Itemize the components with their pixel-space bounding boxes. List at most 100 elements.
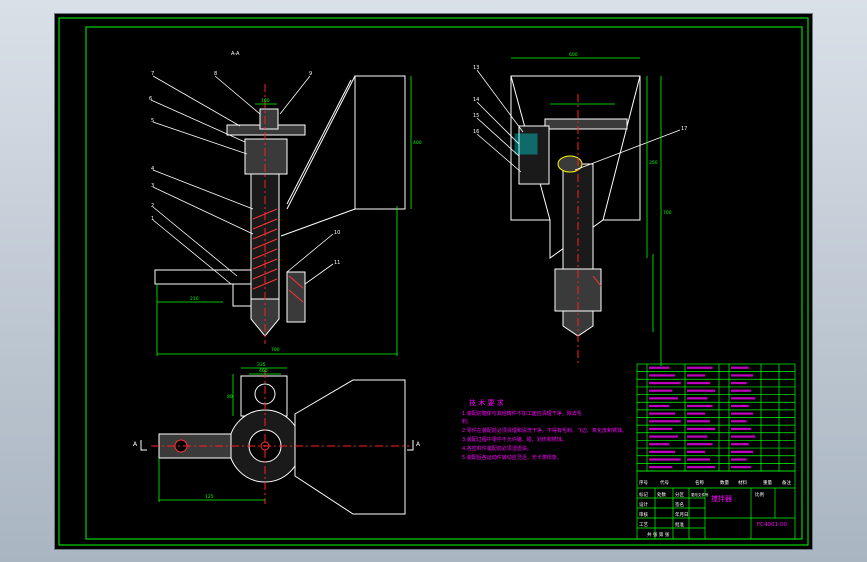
svg-text:335: 335: [257, 362, 266, 368]
bom-cell-mark: [687, 412, 705, 415]
note-line-6: 5.装配后各运动件转动应灵活，无卡滞现象。: [462, 454, 562, 461]
bom-header: 序号 代号 名称 数量 材料 重量 备注: [639, 479, 791, 486]
bom-cell-mark: [687, 404, 713, 408]
hatch-red: [288, 275, 304, 289]
bom-cell-mark: [731, 366, 749, 369]
bom-cell-mark: [687, 374, 705, 377]
svg-text:2: 2: [151, 203, 154, 209]
svg-text:重量: 重量: [763, 479, 772, 486]
svg-text:400: 400: [413, 140, 422, 146]
side-dimension-labels: 600 350 700: [569, 52, 672, 216]
front-dimensions: [156, 76, 412, 356]
svg-text:4: 4: [151, 166, 154, 172]
svg-text:700: 700: [271, 347, 280, 353]
front-balloon-labels: 7 8 9 6 5 4 3 2 1 10 11: [149, 71, 340, 266]
svg-text:审核: 审核: [639, 511, 648, 518]
bom-cell-mark: [649, 366, 670, 369]
side-gear-box: [518, 125, 550, 185]
svg-text:16: 16: [473, 129, 479, 135]
bom-cell-mark: [687, 458, 710, 461]
outer-frame: [58, 17, 809, 546]
drawing-title: 搅拌器: [711, 494, 732, 503]
bom-cell-mark: [649, 374, 676, 377]
bom-cell-mark: [687, 397, 708, 400]
front-section-view: A-A: [149, 51, 422, 356]
hopper-inner: [286, 79, 352, 205]
side-gear: [514, 133, 538, 155]
bom-cell-mark: [731, 466, 751, 469]
svg-text:210: 210: [190, 296, 199, 302]
side-balloon-labels: 13 14 15 16 17: [473, 65, 687, 135]
svg-text:年月日: 年月日: [675, 511, 689, 518]
side-bevel: [557, 155, 583, 173]
note-line-5: 4.各密封件装配前必须浸透油。: [462, 445, 532, 452]
section-mark-left: A: [133, 441, 138, 448]
svg-text:6: 6: [149, 96, 152, 102]
technical-notes: 技 术 要 求 1.装配前箱体与其他铸件不加工面应清理干净，除去毛 刺。 2.零…: [462, 398, 627, 461]
svg-text:5: 5: [151, 118, 154, 124]
hatch-side: [592, 275, 602, 287]
drawing-sheet: A-A: [55, 14, 812, 549]
svg-text:材料: 材料: [738, 479, 747, 486]
top-hopper-plan: [294, 379, 406, 515]
mount-leg: [232, 283, 252, 307]
mount-plate: [154, 269, 252, 285]
svg-text:序号: 序号: [639, 479, 648, 486]
bom-cell-mark: [731, 374, 754, 377]
bom-cell-mark: [649, 450, 676, 453]
bom-cell-mark: [731, 443, 749, 446]
bom-cell-mark: [687, 435, 708, 438]
bom-cell-mark: [649, 420, 681, 423]
svg-text:3: 3: [151, 183, 154, 189]
svg-text:9: 9: [309, 71, 312, 77]
scale-label: 比例: [755, 491, 764, 498]
svg-text:700: 700: [663, 210, 672, 216]
drawing-number: FC4001-00: [757, 522, 787, 528]
side-hopper-slope-r: [602, 75, 641, 221]
bom-cell-mark: [687, 420, 710, 423]
bom-table: [636, 363, 796, 472]
top-dimensions: [158, 367, 287, 502]
side-clamp: [286, 271, 306, 323]
cad-drawing: A-A: [58, 17, 809, 546]
svg-text:7: 7: [151, 71, 154, 77]
svg-text:分区: 分区: [675, 491, 684, 498]
svg-text:80: 80: [227, 394, 233, 400]
svg-text:标记: 标记: [639, 491, 648, 498]
bom-cell-mark: [731, 427, 751, 431]
svg-text:备注: 备注: [782, 479, 791, 486]
svg-text:8: 8: [214, 71, 217, 77]
title-block: [636, 470, 796, 540]
front-view-label: A-A: [231, 51, 240, 57]
svg-text:13: 13: [473, 65, 479, 71]
svg-text:11: 11: [334, 260, 340, 266]
note-line-2: 刺。: [462, 418, 472, 425]
side-leaders: [476, 69, 681, 173]
bom-cell-mark: [687, 443, 713, 446]
hopper-wall-lower: [280, 208, 356, 237]
svg-text:600: 600: [569, 52, 578, 58]
title-block-text: 搅拌器 比例 共 张 第 张 FC4001-00 标记 处数 分区 更改文件号 …: [639, 491, 787, 538]
notes-heading: 技 术 要 求: [469, 398, 504, 407]
section-markers: [140, 440, 414, 451]
svg-text:15: 15: [473, 113, 479, 119]
bom-cell-mark: [731, 450, 754, 453]
svg-text:17: 17: [681, 126, 687, 132]
svg-text:1: 1: [151, 216, 154, 222]
bom-cell-mark: [731, 397, 756, 400]
bearing-cap: [259, 108, 279, 130]
bom-cell-mark: [731, 420, 747, 423]
bom-cell-mark: [649, 435, 678, 438]
svg-text:更改文件号: 更改文件号: [691, 492, 709, 497]
bom-cell-mark: [649, 466, 673, 469]
svg-text:460: 460: [259, 368, 268, 374]
inner-frame: [85, 26, 803, 540]
svg-text:代号: 代号: [660, 479, 669, 486]
front-dimension-labels: 160 700 400 210: [190, 98, 422, 353]
bom-cell-mark: [731, 458, 747, 461]
bom-cell-mark: [731, 381, 747, 385]
bom-cell-mark: [731, 412, 754, 415]
bom-cell-text: [649, 366, 756, 469]
note-line-1: 1.装配前箱体与其他铸件不加工面应清理干净，除去毛: [462, 410, 582, 417]
bom-cell-mark: [649, 389, 673, 392]
